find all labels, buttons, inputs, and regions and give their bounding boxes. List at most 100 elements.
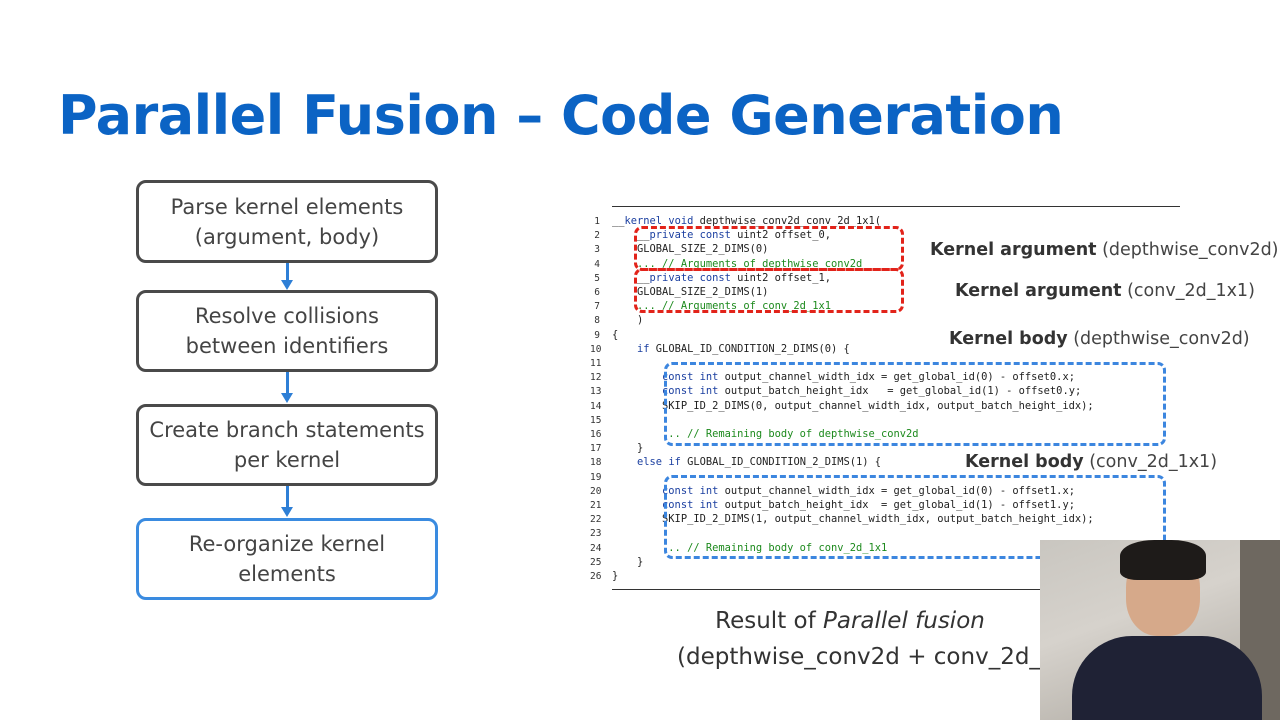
code-keyword: else: [637, 456, 663, 469]
code-line: 12 const int output_channel_width_idx = …: [590, 370, 1075, 384]
code-keyword: const: [699, 229, 731, 242]
line-number: 12: [590, 372, 602, 384]
line-number: 20: [590, 485, 602, 497]
line-number: 1: [594, 216, 600, 227]
line-number: 10: [590, 343, 602, 355]
code-text: [612, 371, 662, 383]
code-keyword: const: [699, 271, 731, 284]
line-number: 5: [594, 272, 600, 284]
line-number: 21: [590, 500, 602, 511]
line-number: 15: [590, 414, 602, 426]
code-text: GLOBAL_SIZE_2_DIMS(1): [612, 286, 769, 298]
flow-step-label: Re-organize kernel elements: [188, 532, 386, 586]
slide-title: Parallel Fusion – Code Generation: [58, 84, 1064, 147]
code-text: output_batch_height_idx = get_global_id(…: [718, 385, 1082, 398]
code-text: [612, 542, 662, 554]
code-line: 22 SKIP_ID_2_DIMS(1, output_channel_widt…: [590, 512, 1094, 526]
code-text: output_batch_height_idx = get_global_id(…: [718, 499, 1075, 511]
kernel-body-box-conv: [664, 475, 1166, 559]
line-number: 22: [590, 514, 602, 526]
code-keyword: if: [668, 456, 681, 469]
line-number: 24: [590, 542, 602, 554]
flow-step-label: Parse kernel elements (argument, body): [170, 194, 404, 249]
code-keyword: private: [649, 271, 694, 284]
code-text: [612, 385, 662, 397]
code-line: 6 GLOBAL_SIZE_2_DIMS(1): [590, 285, 768, 299]
line-number: 18: [590, 457, 602, 469]
code-line: 25 }: [590, 555, 643, 569]
line-number: 6: [594, 287, 600, 298]
code-line: 18 else if GLOBAL_ID_CONDITION_2_DIMS(1)…: [590, 455, 881, 469]
code-line: 23: [590, 526, 612, 540]
flow-step-branch: Create branch statements per kernel: [136, 404, 438, 486]
code-line: 11: [590, 356, 612, 370]
code-text: SKIP_ID_2_DIMS(1, output_channel_width_i…: [612, 513, 1094, 526]
annotation-kernel-body-conv: Kernel body (conv_2d_1x1): [965, 452, 1218, 472]
presenter-body: [1072, 636, 1262, 720]
code-text: output_channel_width_idx = get_global_id…: [718, 371, 1075, 384]
flow-step-label: Create branch statements per kernel: [149, 418, 425, 472]
code-text: output_channel_width_idx = get_global_id…: [718, 484, 1075, 497]
code-keyword: kernel: [624, 215, 663, 227]
code-line: 24 ... // Remaining body of conv_2d_1x1: [590, 541, 887, 555]
code-keyword: if: [637, 342, 650, 355]
kernel-argument-box-depthwise: [634, 226, 904, 271]
line-number: 17: [590, 443, 602, 455]
code-keyword: int: [699, 371, 719, 384]
code-keyword: private: [649, 229, 694, 242]
line-number: 14: [590, 400, 602, 412]
code-line: 21 const int output_batch_height_idx = g…: [590, 498, 1075, 512]
code-line: 3 GLOBAL_SIZE_2_DIMS(0): [590, 242, 768, 256]
code-text: [612, 456, 637, 468]
code-line: 14 SKIP_ID_2_DIMS(0, output_channel_widt…: [590, 399, 1094, 413]
line-number: 23: [590, 528, 602, 540]
code-line: 1 __kernel void depthwise_conv2d_conv_2d_…: [590, 214, 881, 228]
annotation-kernel-argument-conv: Kernel argument (conv_2d_1x1): [955, 281, 1255, 301]
webcam-overlay: [1040, 540, 1280, 720]
code-text: depthwise_conv2d_conv_2d_1x1(: [693, 215, 882, 227]
line-number: 8: [594, 315, 600, 327]
code-text: [612, 499, 662, 511]
line-number: 25: [590, 556, 602, 568]
flow-arrow: [281, 372, 293, 403]
presenter-hair: [1120, 540, 1206, 580]
code-top-rule: [612, 206, 1180, 207]
code-comment: ... // Remaining body of conv_2d_1x1: [662, 541, 888, 554]
code-line: 13 const int output_batch_height_idx = g…: [590, 384, 1081, 398]
code-line: 15: [590, 413, 612, 427]
line-number: 7: [594, 301, 600, 313]
code-line: 20 const int output_channel_width_idx = …: [590, 484, 1075, 498]
flow-arrow: [281, 486, 293, 517]
code-text: __: [612, 215, 625, 227]
line-number: 19: [590, 471, 602, 483]
code-line: 26}: [590, 569, 618, 583]
code-line: 19: [590, 470, 612, 484]
code-text: [612, 343, 637, 355]
code-comment: ... // Arguments of depthwise_conv2d: [637, 257, 863, 270]
code-text: GLOBAL_SIZE_2_DIMS(0): [612, 243, 769, 256]
line-number: 3: [594, 244, 600, 256]
caption-line-1: Result of Parallel fusion: [715, 608, 985, 634]
flow-step-label: Resolve collisions between identifiers: [185, 304, 389, 358]
code-keyword: void: [668, 215, 694, 227]
kernel-body-box-depthwise: [664, 362, 1166, 446]
code-line: 9{: [590, 328, 618, 342]
line-number: 13: [590, 386, 602, 398]
code-text: ): [612, 314, 644, 327]
code-text: SKIP_ID_2_DIMS(0, output_channel_width_i…: [612, 399, 1094, 412]
code-line: 8 ): [590, 313, 643, 327]
flow-step-parse: Parse kernel elements (argument, body): [136, 180, 438, 263]
code-text: [612, 485, 662, 497]
line-number: 16: [590, 429, 602, 440]
code-text: }: [612, 570, 619, 582]
code-line: 10 if GLOBAL_ID_CONDITION_2_DIMS(0) {: [590, 342, 850, 356]
kernel-argument-box-conv: [634, 268, 904, 313]
code-line: 2 __private const uint2 offset_0,: [590, 228, 831, 242]
flow-step-reorganize: Re-organize kernel elements: [136, 518, 438, 600]
flow-arrow: [281, 263, 293, 290]
code-text: uint2 offset_0,: [730, 229, 831, 242]
code-text: {: [612, 328, 619, 341]
code-keyword: const: [662, 499, 694, 511]
code-text: uint2 offset_1,: [730, 271, 831, 284]
